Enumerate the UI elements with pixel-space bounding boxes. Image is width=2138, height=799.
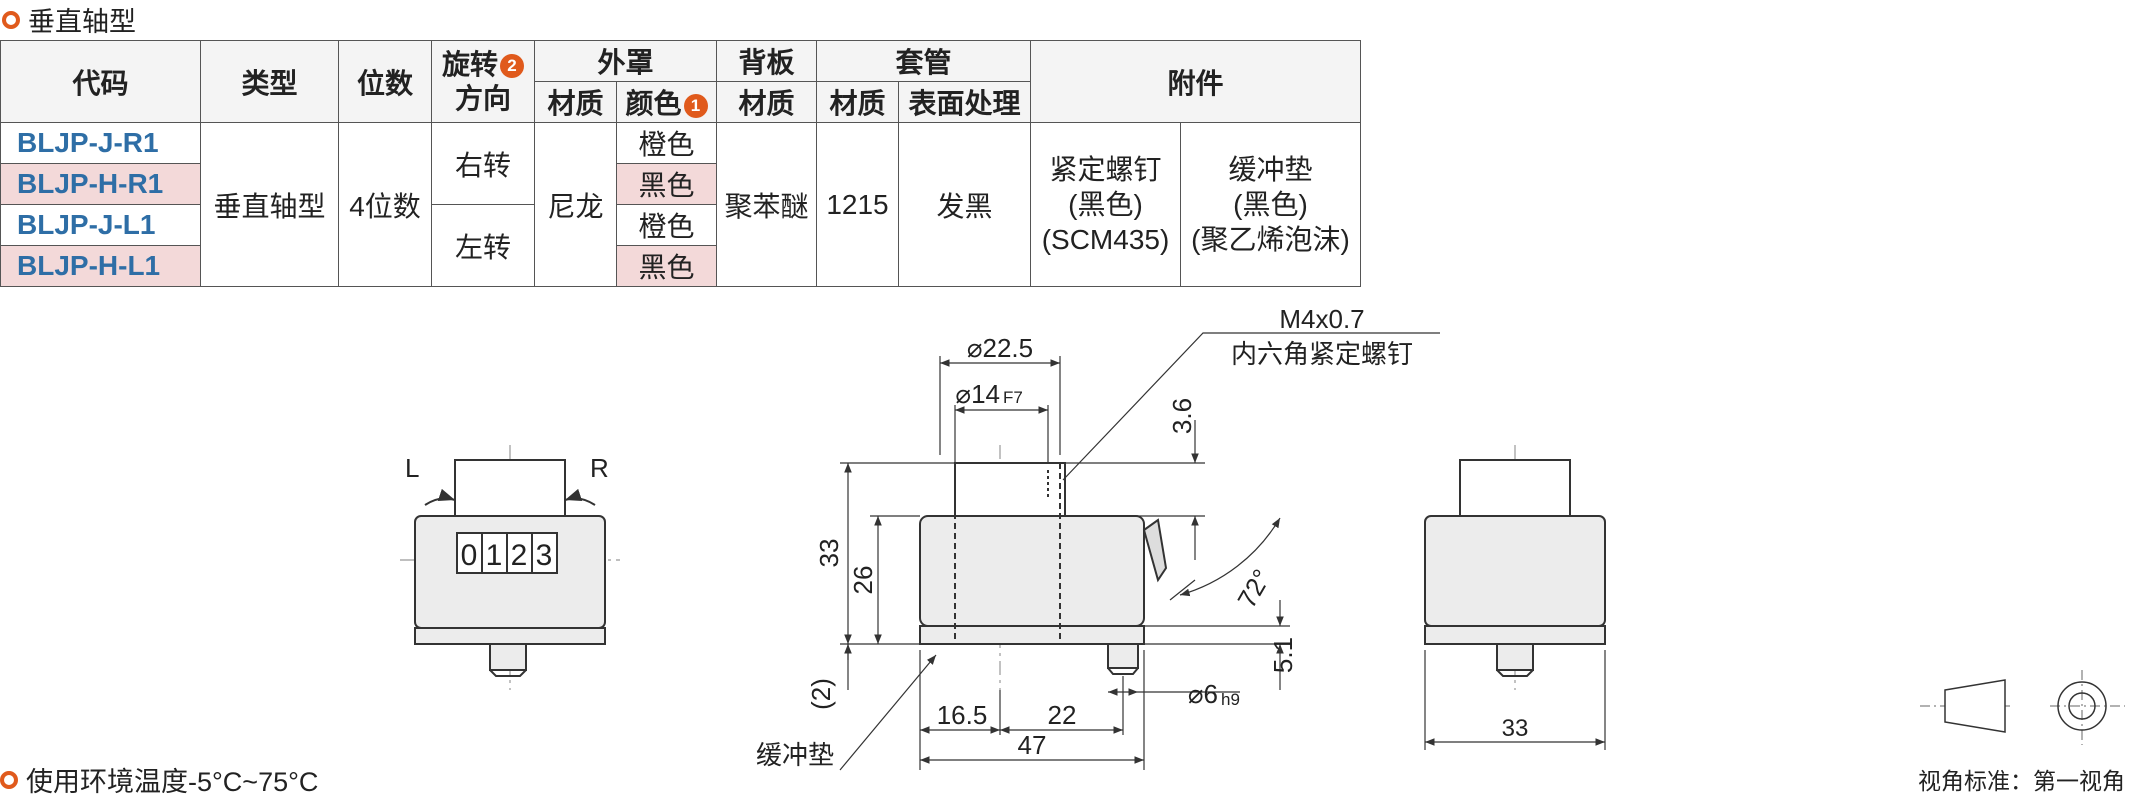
projection-symbol-icon (1920, 670, 2125, 745)
dim-inner-tolerance: F7 (1003, 388, 1023, 407)
counter-digit: 3 (536, 539, 553, 572)
dim-47: 47 (1018, 730, 1047, 760)
sleeve-surface-cell: 发黑 (898, 122, 1031, 287)
accessory-screw-name: 紧定螺钉 (1049, 154, 1162, 185)
code-cell: BLJP-J-R1 (0, 122, 201, 164)
temperature-note: 使用环境温度-5°C~75°C (0, 760, 318, 799)
header-back-plate: 背板 (716, 40, 817, 82)
accessory-cushion-name: 缓冲垫 (1228, 154, 1313, 185)
color-cell: 黑色 (616, 245, 717, 287)
section-heading: 垂直轴型 (2, 0, 136, 39)
color-cell: 橙色 (616, 204, 717, 246)
code-cell: BLJP-H-L1 (0, 245, 201, 287)
front-view-drawing (400, 445, 620, 690)
header-sleeve: 套管 (816, 40, 1031, 82)
section-title: 垂直轴型 (28, 7, 136, 37)
back-plate-material-cell: 聚苯醚 (716, 122, 817, 287)
rotation-left-cell: 左转 (431, 204, 535, 287)
header-rotation-line2: 方向 (454, 82, 511, 114)
rotation-right-label: R (590, 453, 609, 483)
dim-16-5: 16.5 (937, 700, 988, 730)
header-sleeve-surface: 表面处理 (898, 81, 1031, 123)
side-view-drawing (839, 332, 1440, 771)
header-code: 代码 (0, 40, 201, 123)
header-cover-color-label: 颜色 (625, 88, 682, 119)
table-row: BLJP-J-L1 左转 橙色 (0, 204, 1361, 287)
dim-26: 26 (848, 566, 878, 595)
counter-digit: 1 (486, 539, 503, 572)
cushion-callout-label: 缓冲垫 (756, 740, 834, 770)
table-row: BLJP-J-R1 垂直轴型 4位数 右转 尼龙 橙色 聚苯醚 1215 发黑 … (0, 122, 1361, 287)
type-cell: 垂直轴型 (200, 122, 339, 287)
screw-spec-label: M4x0.7 (1279, 304, 1364, 334)
dim-inner-diameter: ⌀14 (955, 379, 1000, 409)
dim-outer-diameter: ⌀22.5 (967, 333, 1033, 363)
accessory-cushion-color: (黑色) (1233, 189, 1308, 220)
header-cover: 外罩 (534, 40, 717, 82)
dim-22: 22 (1048, 700, 1077, 730)
counter-digit: 0 (461, 539, 478, 572)
projection-standard-label: 视角标准：第一视角 (1918, 768, 2125, 794)
counter-digit: 2 (511, 539, 528, 572)
dim-shaft-diameter: ⌀6 (1188, 679, 1218, 709)
screw-name-label: 内六角紧定螺钉 (1231, 339, 1413, 369)
note-badge-1: 1 (683, 93, 708, 118)
circle-bullet-icon (0, 770, 18, 789)
dim-3-6: 3.6 (1167, 398, 1197, 434)
header-cover-material: 材质 (534, 81, 617, 123)
code-cell: BLJP-H-R1 (0, 163, 201, 205)
table-row: BLJP-H-L1 黑色 (0, 245, 1361, 287)
dim-angle-72: 72° (1231, 564, 1277, 613)
dim-shaft-tolerance: h9 (1221, 690, 1240, 709)
dim-height-33: 33 (814, 539, 844, 568)
accessory-screw-color: (黑色) (1068, 189, 1143, 220)
header-type: 类型 (200, 40, 339, 123)
accessory-cushion-cell: 缓冲垫 (黑色) (聚乙烯泡沫) (1180, 122, 1361, 287)
accessory-cushion-material: (聚乙烯泡沫) (1191, 224, 1350, 255)
code-cell: BLJP-J-L1 (0, 204, 201, 246)
temperature-note-text: 使用环境温度-5°C~75°C (26, 767, 319, 797)
accessory-screw-material: (SCM435) (1041, 224, 1170, 255)
circle-bullet-icon (2, 10, 20, 29)
header-rotation-line1: 旋转 (441, 48, 498, 80)
header-back-plate-material: 材质 (716, 81, 817, 123)
dim-5-1: 5.1 (1268, 637, 1298, 673)
rotation-left-label: L (405, 453, 419, 483)
sleeve-material-cell: 1215 (816, 122, 899, 287)
rear-view-drawing (1424, 445, 1606, 750)
table-row: BLJP-H-R1 黑色 (0, 163, 1361, 205)
dim-2: (2) (806, 678, 836, 710)
cover-material-cell: 尼龙 (534, 122, 617, 287)
dim-width-33: 33 (1502, 715, 1529, 742)
header-accessories: 附件 (1030, 40, 1361, 123)
digits-cell: 4位数 (338, 122, 432, 287)
color-cell: 黑色 (616, 163, 717, 205)
note-badge-2: 2 (500, 54, 524, 79)
